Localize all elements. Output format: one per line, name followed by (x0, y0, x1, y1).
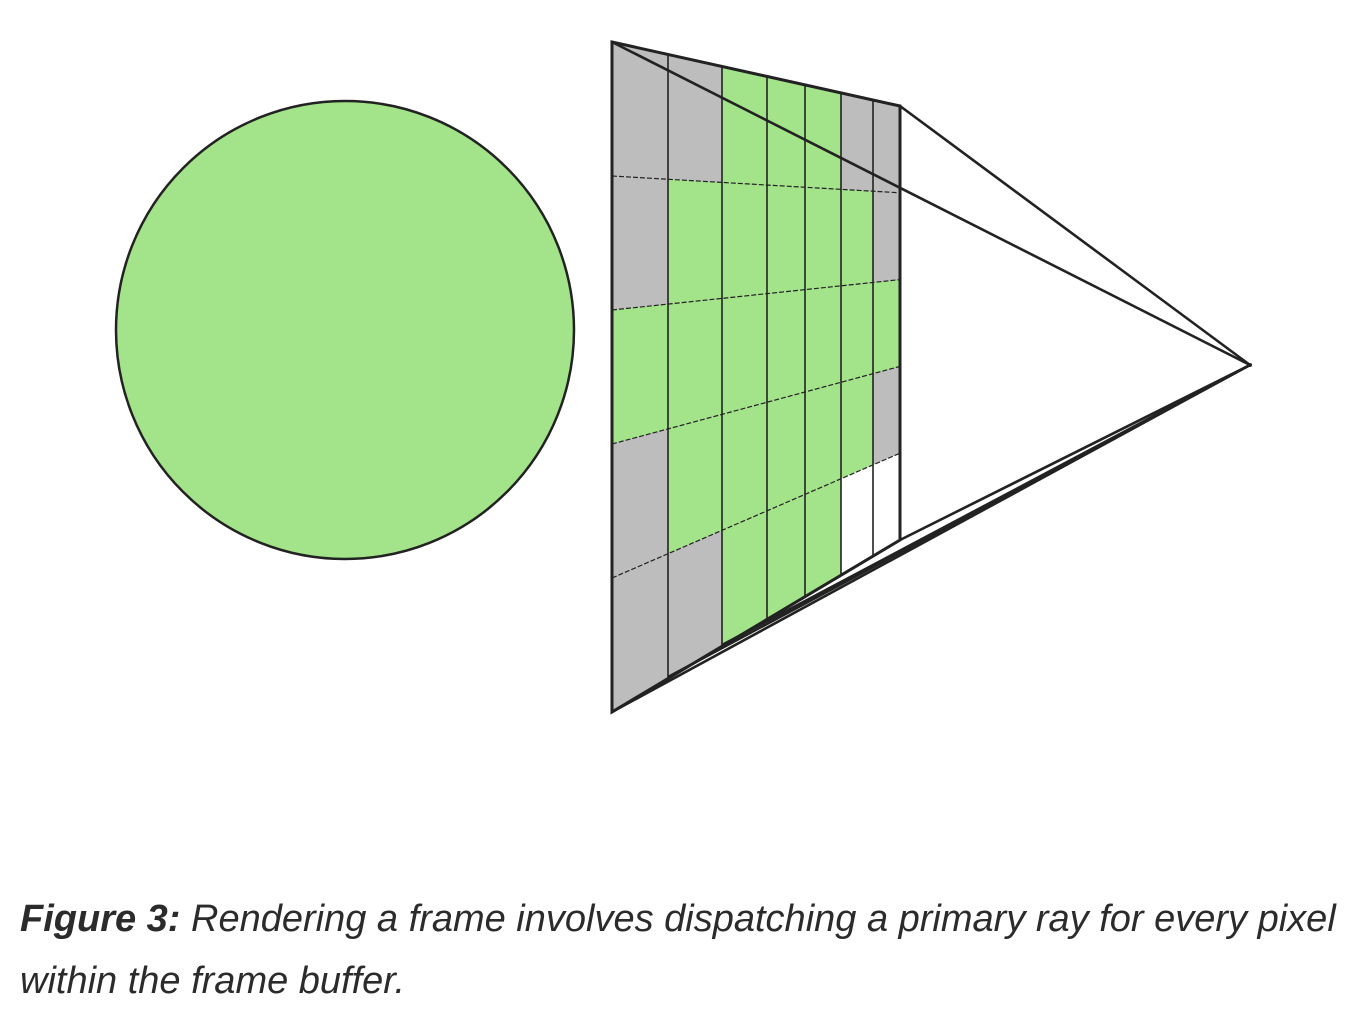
primary-ray (667, 363, 1251, 679)
primary-ray (899, 363, 1251, 542)
pixel-cell-hit (805, 84, 841, 190)
pixel-cell-hit (805, 285, 841, 392)
caption-label: Figure 3: (20, 898, 181, 940)
frame-buffer-grid (612, 42, 900, 712)
grid-row-line (611, 279, 901, 311)
pixel-cell-miss (873, 100, 900, 193)
grid-row-line (611, 175, 901, 194)
grid-row-line (611, 365, 901, 445)
pixel-cell-hit (805, 187, 841, 290)
pixel-cell-empty (841, 464, 873, 576)
pixel-cell-empty (873, 453, 900, 557)
pixel-cell-hit (668, 179, 722, 305)
pixel-cell-miss (841, 92, 873, 192)
pixel-cell-hit (873, 279, 900, 374)
pixel-cell-hit (668, 298, 722, 429)
pixel-cell-hit (767, 391, 805, 511)
primary-rays (611, 40, 1251, 714)
pixel-cell-hit (841, 189, 873, 286)
pixel-cell-hit (722, 510, 767, 647)
primary-ray (611, 40, 1251, 367)
ray-casting-diagram (114, 40, 1252, 715)
pixel-cell-hit (722, 293, 767, 415)
pixel-cell-hit (805, 478, 841, 597)
pixel-cell-hit (805, 382, 841, 495)
grid-row-line (611, 452, 901, 579)
pixel-cell-hit (668, 414, 722, 554)
pixel-cell-miss (668, 54, 722, 183)
pixel-cell-miss (668, 530, 722, 679)
pixel-cell-hit (612, 304, 668, 444)
camera-eye-point (1248, 363, 1252, 367)
pixel-cell-hit (841, 282, 873, 383)
pixel-cell-miss (873, 191, 900, 283)
caption-text: Rendering a frame involves dispatching a… (20, 898, 1336, 1002)
figure-caption: Figure 3: Rendering a frame involves dis… (20, 888, 1350, 1012)
frame-buffer-gridlines (611, 54, 901, 679)
pixel-cell-hit (767, 185, 805, 294)
pixel-cell-miss (873, 366, 900, 465)
pixel-cell-miss (612, 553, 668, 712)
pixel-cell-hit (722, 402, 767, 531)
pixel-cell-hit (767, 494, 805, 620)
pixel-cell-hit (841, 373, 873, 479)
pixel-cell-hit (722, 182, 767, 299)
pixel-cell-miss (612, 42, 668, 180)
pixel-cell-hit (767, 289, 805, 403)
pixel-cell-miss (612, 176, 668, 310)
pixel-cell-hit (722, 66, 767, 186)
pixel-cell-miss (612, 428, 668, 578)
sphere-object (114, 99, 576, 561)
pixel-cell-hit (767, 76, 805, 188)
primary-ray (899, 104, 1251, 367)
